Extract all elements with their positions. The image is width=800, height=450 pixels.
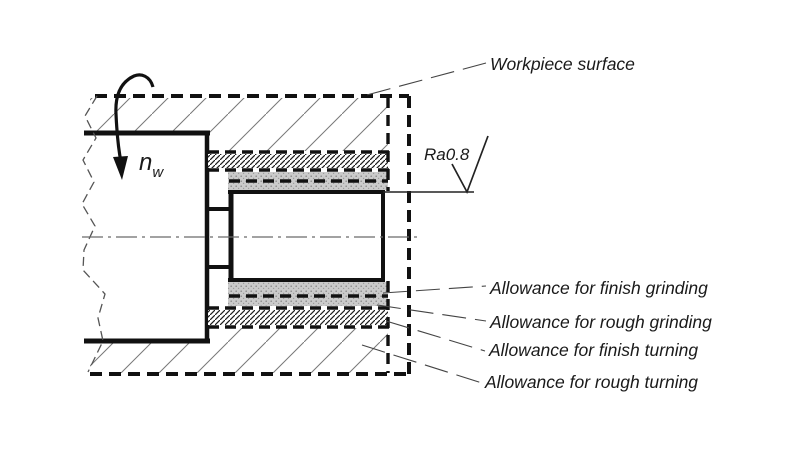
- allowance-strips-top: [208, 150, 390, 194]
- leader-rough-turning: [361, 344, 483, 384]
- break-line: [81, 95, 106, 373]
- allowance-leaders: [361, 285, 487, 384]
- allowance-label-rough-grinding: Allowance for rough grinding: [489, 312, 712, 332]
- roughness-label: Ra0.8: [424, 145, 470, 164]
- spindle-speed-symbol: n: [139, 149, 152, 176]
- spindle-speed-subscript: w: [152, 164, 164, 181]
- finish-turning-allowance-top: [208, 154, 388, 168]
- shaft-body: [230, 194, 383, 278]
- allowance-label-finish-grinding: Allowance for finish grinding: [489, 278, 708, 298]
- rotation-arrow-arc: [114, 73, 155, 163]
- allowance-label-rough-turning: Allowance for rough turning: [484, 372, 698, 392]
- allowance-label-finish-turning: Allowance for finish turning: [488, 340, 698, 360]
- allowance-strips-bottom: [208, 278, 390, 329]
- spindle-speed-label: nw: [139, 149, 164, 181]
- leader-rough-grinding: [376, 304, 487, 322]
- leader-finish-turning: [385, 320, 486, 352]
- leader-workpiece-surface: [362, 62, 487, 97]
- rotation-arrow: [113, 73, 155, 180]
- surface-finish-check-icon: [451, 135, 489, 195]
- finish-turning-allowance-bottom: [208, 310, 388, 325]
- roughness-callout: Ra0.8: [383, 135, 489, 195]
- workpiece-shaft: [206, 190, 385, 282]
- rotation-arrowhead-icon: [113, 156, 128, 180]
- grinding-allowance-bottom: [228, 282, 388, 306]
- workpiece-surface-label: Workpiece surface: [490, 54, 635, 74]
- leader-finish-grinding: [382, 285, 487, 294]
